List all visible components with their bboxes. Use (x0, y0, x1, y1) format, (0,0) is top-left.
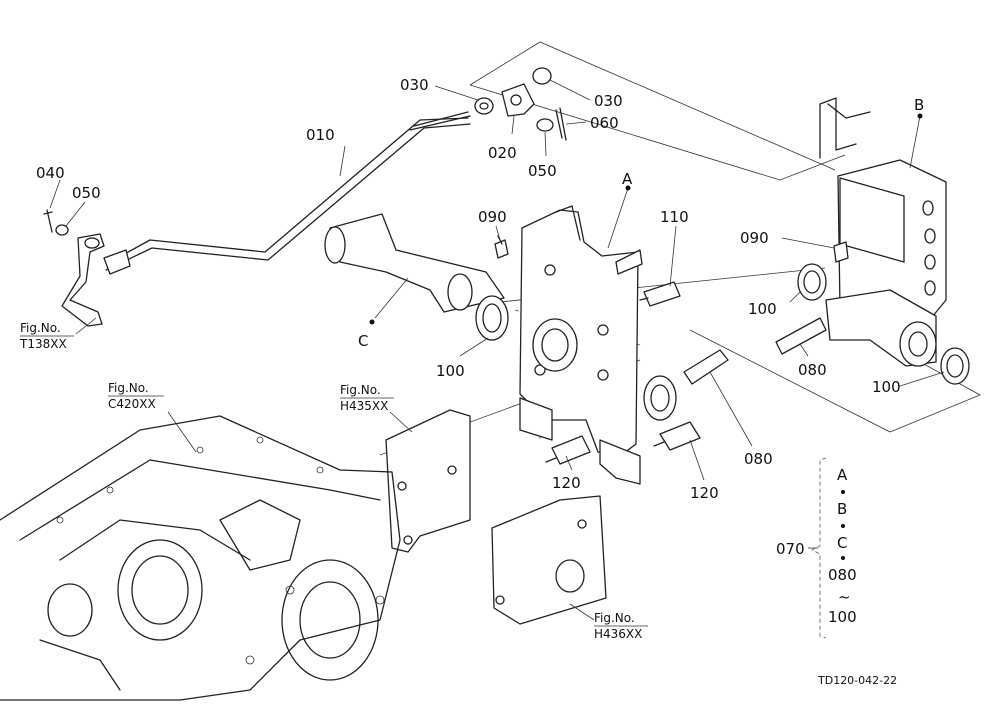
letter-a: A (622, 170, 633, 188)
label-090-center: 090 (478, 208, 507, 226)
set-item-range: ~ (838, 588, 851, 606)
bolt-120-right (659, 421, 701, 451)
fig-ref-4-line1: Fig.No. (594, 611, 635, 625)
set-item-2: B (837, 500, 847, 518)
figure-references: Fig.No. T138XX Fig.No. C420XX Fig.No. H4… (19, 321, 648, 641)
set-item-1: A (837, 466, 848, 484)
collar-030-right (532, 67, 552, 85)
washer-050-right (536, 118, 554, 132)
bolts (545, 281, 701, 465)
linkage-parts (474, 67, 567, 141)
label-100-right-lower: 100 (872, 378, 901, 396)
leader-lines (49, 79, 945, 621)
pin-060 (555, 107, 567, 141)
set-item-4: 080 (828, 566, 857, 584)
set-item-5: 100 (828, 608, 857, 626)
fig-ref-4-line2: H436XX (594, 627, 642, 641)
label-100-center: 100 (436, 362, 465, 380)
grease-fitting-090-right (833, 241, 849, 263)
fig-ref-3-line2: H435XX (340, 399, 388, 413)
bracket-a (494, 205, 677, 485)
label-050-right: 050 (528, 162, 557, 180)
label-020: 020 (488, 144, 517, 162)
bracket-b (797, 97, 970, 385)
handle-lever (43, 209, 105, 327)
rod-010 (103, 111, 471, 275)
assembly-set-070: 070 A B C 080 ~ 100 (776, 457, 857, 639)
bolt-120-left (551, 435, 591, 465)
fig-ref-3-line1: Fig.No. (340, 383, 381, 397)
label-100-right-upper: 100 (748, 300, 777, 318)
plate-h435 (385, 409, 471, 553)
label-010: 010 (306, 126, 335, 144)
label-120-left: 120 (552, 474, 581, 492)
shaft-c (324, 213, 509, 341)
drawing-code: TD120-042-22 (817, 674, 897, 687)
pins-080 (683, 317, 827, 385)
gearbox-housing (0, 415, 401, 701)
plate-h436 (491, 495, 607, 625)
assembly-set-number: 070 (776, 540, 805, 558)
set-item-3: C (837, 534, 847, 552)
fig-ref-1-line1: Fig.No. (20, 321, 61, 335)
letter-c: C (358, 332, 368, 350)
washer-050-left (55, 224, 69, 236)
label-080-center: 080 (744, 450, 773, 468)
letter-b: B (914, 96, 924, 114)
assembly-letters: A B C (358, 96, 924, 350)
label-120-right: 120 (690, 484, 719, 502)
label-060: 060 (590, 114, 619, 132)
fig-ref-2-line2: C420XX (108, 397, 156, 411)
label-040: 040 (36, 164, 65, 182)
fig-ref-2-line1: Fig.No. (108, 381, 149, 395)
grease-fitting-090-center (494, 239, 509, 259)
label-030-right: 030 (594, 92, 623, 110)
label-090-right: 090 (740, 229, 769, 247)
label-080-right: 080 (798, 361, 827, 379)
label-050-left: 050 (72, 184, 101, 202)
label-110: 110 (660, 208, 689, 226)
fig-ref-1-line2: T138XX (19, 337, 67, 351)
bolt-110 (643, 281, 681, 307)
part-labels: 040 050 010 030 030 020 060 050 090 110 … (36, 76, 901, 502)
label-030-left: 030 (400, 76, 429, 94)
